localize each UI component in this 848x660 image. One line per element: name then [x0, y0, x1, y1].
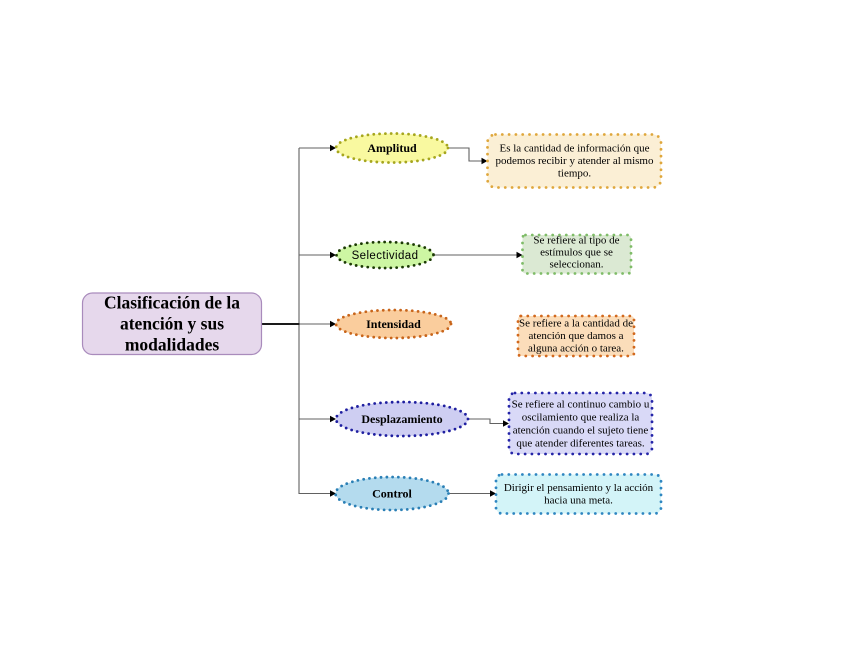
svg-text:atención que damos a: atención que damos a	[529, 330, 624, 342]
svg-text:Se refiere al continuo cambio: Se refiere al continuo cambio u	[512, 399, 650, 411]
svg-text:atención y sus: atención y sus	[120, 314, 224, 334]
svg-text:alguna acción o tarea.: alguna acción o tarea.	[528, 343, 624, 355]
svg-text:Intensidad: Intensidad	[366, 317, 421, 331]
svg-text:Se refiere al tipo de: Se refiere al tipo de	[533, 235, 619, 247]
svg-text:tiempo.: tiempo.	[558, 168, 592, 180]
svg-text:Amplitud: Amplitud	[367, 141, 417, 155]
svg-text:Clasificación de la: Clasificación de la	[104, 293, 240, 313]
svg-text:Desplazamiento: Desplazamiento	[361, 412, 442, 426]
svg-text:Selectividad: Selectividad	[352, 250, 419, 262]
svg-text:atención cuando el sujeto tien: atención cuando el sujeto tiene	[513, 425, 649, 437]
svg-text:oscilamiento que realiza la: oscilamiento que realiza la	[522, 412, 640, 424]
svg-text:podemos recibir y atender al m: podemos recibir y atender al mismo	[496, 155, 654, 167]
svg-text:modalidades: modalidades	[125, 335, 220, 355]
svg-text:que atender diferentes tareas.: que atender diferentes tareas.	[516, 438, 645, 450]
svg-text:Control: Control	[372, 487, 412, 501]
svg-text:Se refiere a la cantidad de: Se refiere a la cantidad de	[519, 318, 633, 330]
svg-text:seleccionan.: seleccionan.	[549, 259, 603, 271]
svg-text:Es la cantidad de información: Es la cantidad de información que	[500, 143, 650, 155]
svg-text:estímulos que se: estímulos que se	[540, 247, 613, 259]
svg-text:Dirigir el pensamiento y la ac: Dirigir el pensamiento y la acción	[504, 482, 654, 494]
svg-text:hacia una meta.: hacia una meta.	[544, 495, 613, 507]
